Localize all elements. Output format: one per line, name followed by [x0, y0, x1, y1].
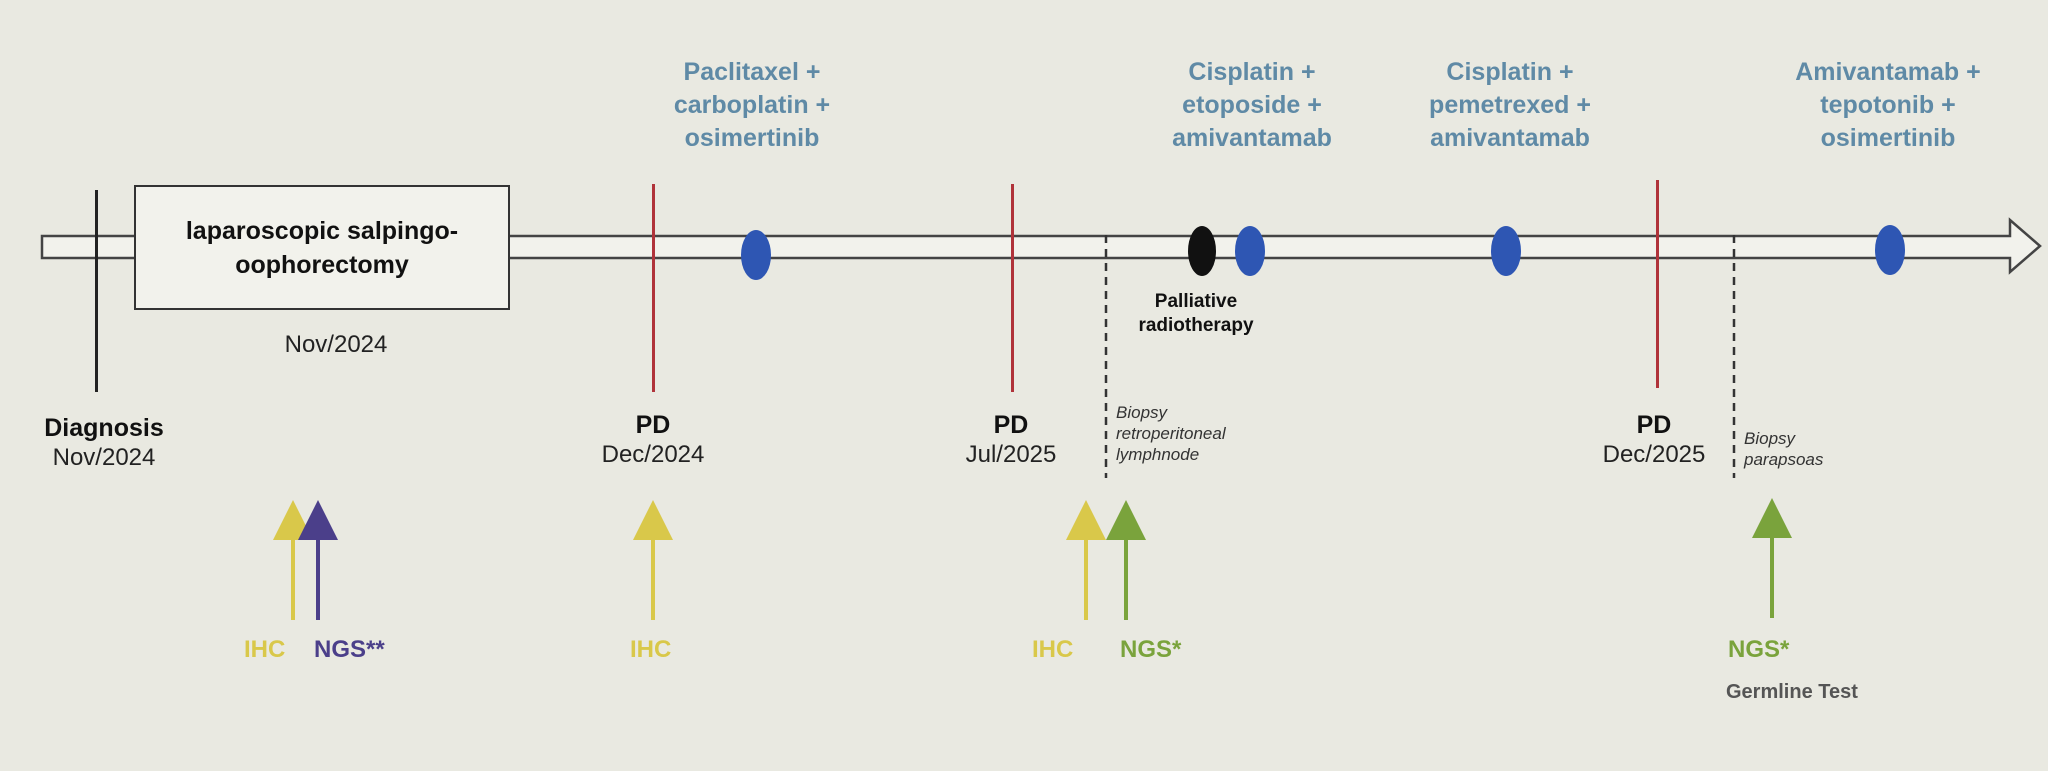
ihc-label-2: IHC — [630, 636, 672, 663]
pd-1-date: Dec/2024 — [601, 441, 705, 468]
regimen-4-line2: tepotonib + — [1820, 91, 1956, 119]
ngs-label-1: NGS** — [314, 636, 385, 663]
regimen-2-line1: Cisplatin + — [1188, 58, 1316, 86]
radiotherapy-dot — [1188, 226, 1216, 276]
radiotherapy-line1: Palliative — [1154, 291, 1238, 312]
surgery-line2: oophorectomy — [235, 250, 409, 279]
pd-1-label: PD — [635, 411, 671, 439]
regimen-dot-4 — [1875, 225, 1905, 275]
regimen-4: Amivantamab + tepotonib + osimertinib — [1795, 56, 1981, 155]
pd-label-2: PD Jul/2025 — [966, 410, 1057, 470]
germline-label: Germline Test — [1726, 681, 1858, 703]
diagnosis-label-group: Diagnosis Nov/2024 — [44, 413, 163, 473]
regimen-dot-1 — [741, 230, 771, 280]
regimen-3-line1: Cisplatin + — [1446, 58, 1574, 86]
biopsy-2-line2: parapsoas — [1744, 450, 1824, 469]
pd-label-1: PD Dec/2024 — [602, 410, 705, 470]
regimen-1-line1: Paclitaxel + — [683, 58, 821, 86]
ihc-label-1: IHC — [244, 636, 286, 663]
regimen-3: Cisplatin + pemetrexed + amivantamab — [1429, 56, 1591, 155]
ngs-label-3: NGS* — [1120, 636, 1182, 663]
regimen-1-line2: carboplatin + — [673, 91, 831, 119]
surgery-date: Nov/2024 — [284, 331, 388, 358]
ngs-label-4: NGS* — [1728, 636, 1790, 663]
regimen-2-line3: amivantamab — [1172, 124, 1332, 152]
pd-line-2 — [1011, 184, 1014, 392]
diagnosis-date: Nov/2024 — [52, 444, 156, 471]
pd-3-label: PD — [1636, 411, 1672, 439]
pd-label-3: PD Dec/2025 — [1603, 410, 1706, 470]
regimen-4-line1: Amivantamab + — [1795, 58, 1981, 86]
biopsy-note-2: Biopsy parapsoas — [1744, 428, 1823, 470]
radiotherapy-line2: radiotherapy — [1138, 315, 1254, 336]
biopsy-1-line1: Biopsy — [1116, 403, 1168, 422]
regimen-3-line3: amivantamab — [1430, 124, 1590, 152]
regimen-dot-2 — [1235, 226, 1265, 276]
biopsy-1-line3: lymphnode — [1116, 445, 1200, 464]
pd-line-3 — [1656, 180, 1659, 388]
radiotherapy-label: Palliative radiotherapy — [1138, 290, 1253, 338]
pd-line-1 — [652, 184, 655, 392]
biopsy-2-line1: Biopsy — [1744, 429, 1796, 448]
regimen-2-line2: etoposide + — [1182, 91, 1322, 119]
diagnosis-line — [95, 190, 98, 392]
regimen-1-line3: osimertinib — [684, 124, 820, 152]
diagnosis-label: Diagnosis — [44, 414, 164, 442]
pd-2-label: PD — [993, 411, 1029, 439]
surgery-line1: laparoscopic salpingo- — [185, 216, 459, 245]
regimen-3-line2: pemetrexed + — [1429, 91, 1591, 119]
pd-2-date: Jul/2025 — [965, 441, 1057, 468]
regimen-4-line3: osimertinib — [1820, 124, 1956, 152]
regimen-dot-3 — [1491, 226, 1521, 276]
surgery-box: laparoscopic salpingo- oophorectomy — [134, 185, 510, 310]
ihc-label-3: IHC — [1032, 636, 1074, 663]
regimen-1: Paclitaxel + carboplatin + osimertinib — [674, 56, 830, 155]
pd-3-date: Dec/2025 — [1602, 441, 1706, 468]
biopsy-1-line2: retroperitoneal — [1116, 424, 1226, 443]
regimen-2: Cisplatin + etoposide + amivantamab — [1172, 56, 1332, 155]
biopsy-note-1: Biopsy retroperitoneal lymphnode — [1116, 402, 1226, 465]
